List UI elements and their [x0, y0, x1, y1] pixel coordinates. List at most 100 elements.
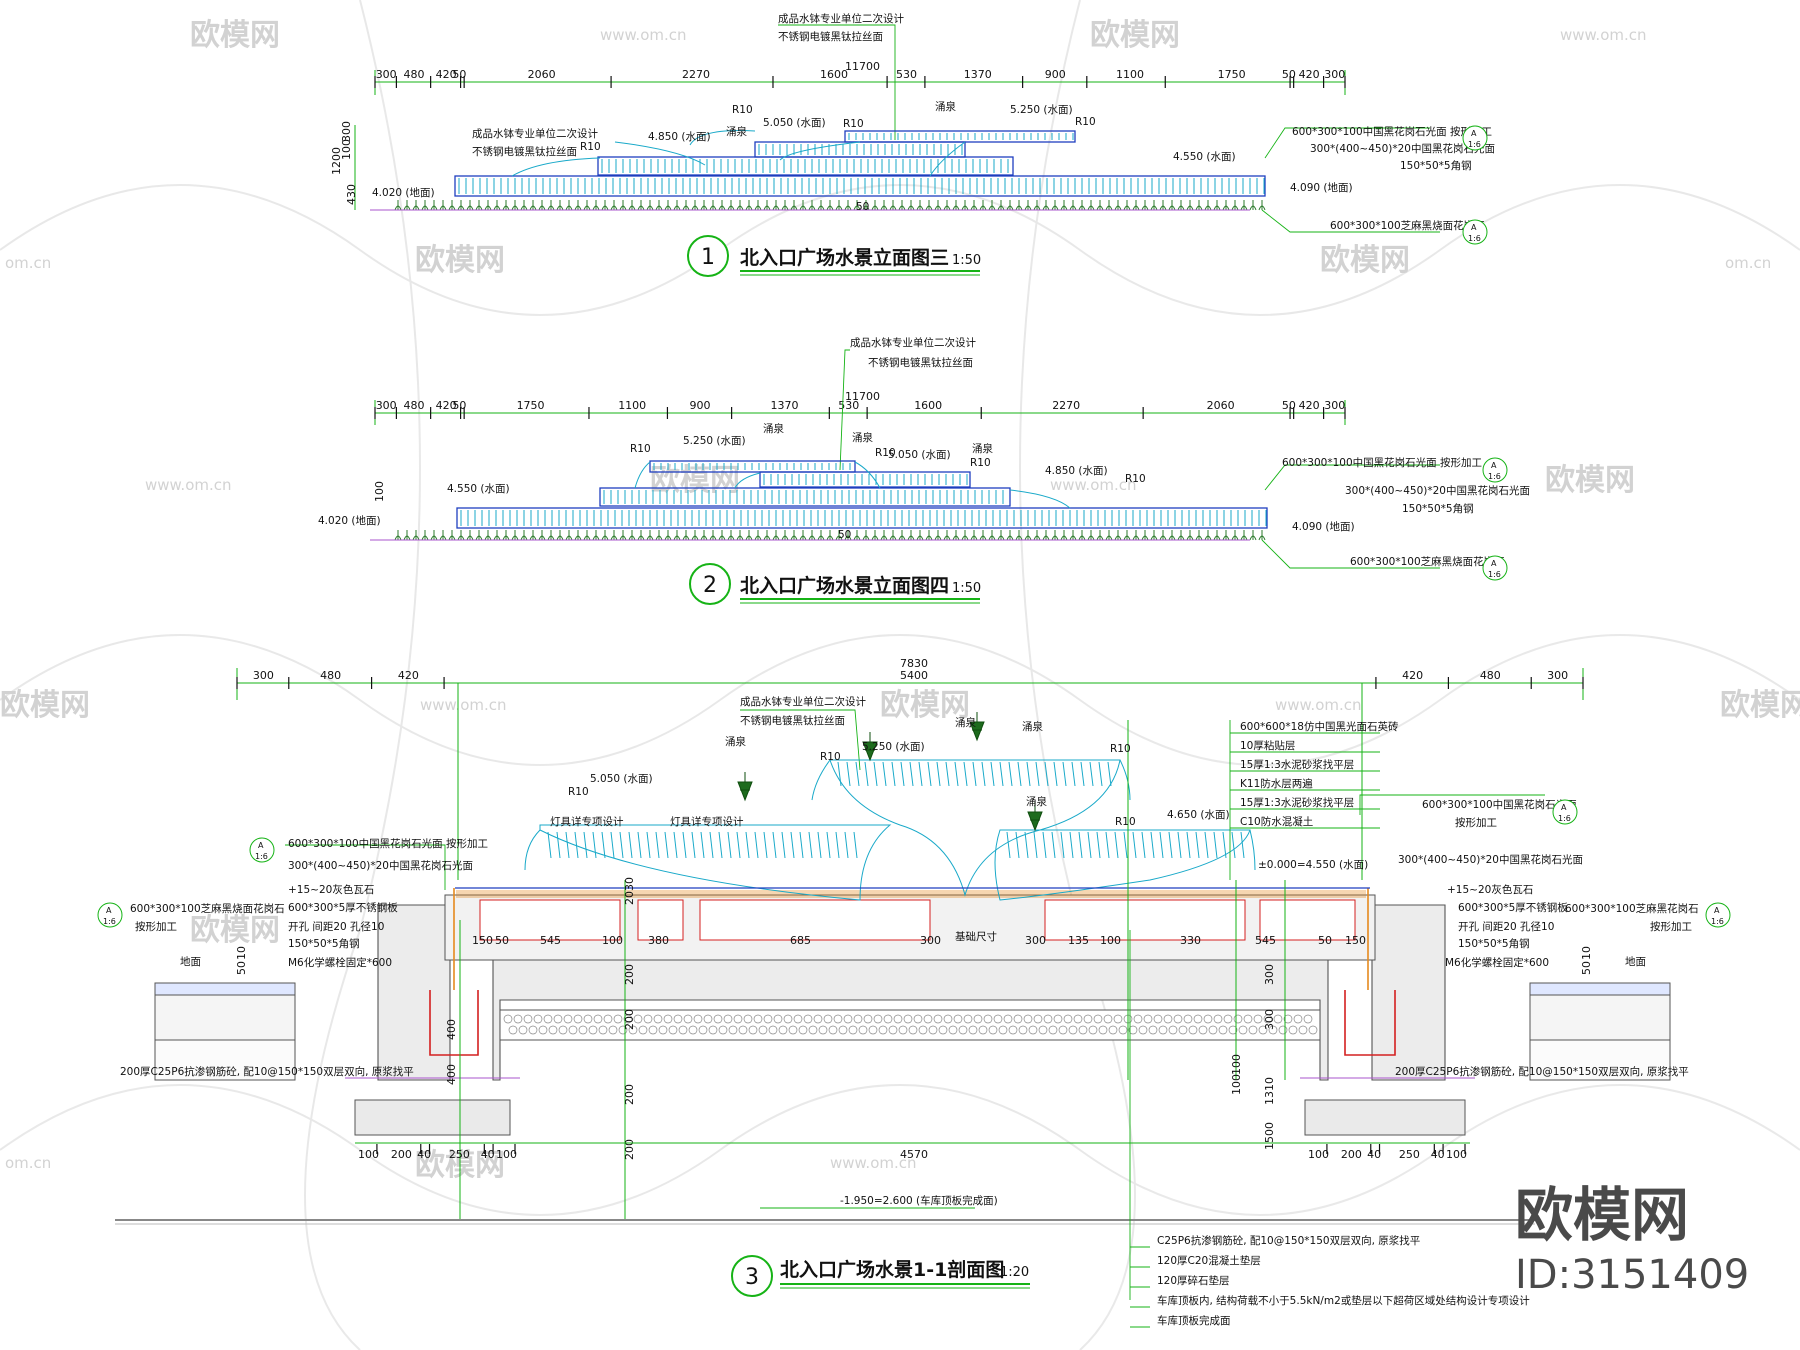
hatch-line — [673, 831, 678, 859]
gravel-mark — [1273, 1014, 1283, 1024]
plant-mark — [736, 530, 744, 541]
watermark-brand: 欧模网 — [0, 688, 90, 723]
dim-left: 430 — [345, 184, 358, 205]
jet-icon — [969, 712, 985, 742]
gravel-mark — [758, 1025, 768, 1035]
plant-mark — [1240, 530, 1248, 541]
gravel-mark — [518, 1025, 528, 1035]
gravel-mark — [698, 1025, 708, 1035]
callout-letter: A — [1561, 803, 1567, 812]
plant-mark — [1123, 200, 1131, 211]
hatch-line — [1044, 761, 1049, 787]
section-dim-value: 100 — [1230, 1054, 1243, 1075]
dim-value: 1370 — [964, 68, 992, 81]
plant-mark — [871, 530, 879, 541]
planter-boxes — [479, 899, 1356, 941]
gravel-pattern — [503, 1014, 1318, 1035]
dim-value: 100 — [1446, 1148, 1467, 1161]
gravel-mark — [543, 1014, 553, 1024]
gravel-mark — [878, 1025, 888, 1035]
plant-mark — [1195, 200, 1203, 211]
hatch-line — [1231, 831, 1236, 859]
hatch-line — [799, 831, 804, 859]
hatch-line — [709, 831, 714, 859]
material-note: 600*300*5厚不锈钢板 — [1458, 901, 1568, 914]
plant-mark — [673, 530, 681, 541]
hatch-line — [1042, 831, 1047, 859]
gravel-mark — [1153, 1014, 1163, 1024]
gravel-mark — [613, 1014, 623, 1024]
gravel-mark — [873, 1014, 883, 1024]
watermark-brand: 欧模网 — [415, 243, 505, 278]
dim-value: 300 — [1324, 68, 1345, 81]
plant-mark — [1222, 530, 1230, 541]
plant-mark — [709, 530, 717, 541]
hatch-line — [1017, 761, 1022, 787]
gravel-mark — [1293, 1014, 1303, 1024]
annotation: 50 — [856, 201, 869, 213]
gravel-mark — [1158, 1025, 1168, 1035]
level-label: 5.050 (水面) — [888, 449, 951, 461]
dim-left: 1200 — [330, 147, 343, 175]
hatch-line — [918, 761, 923, 787]
hatch-line — [963, 761, 968, 787]
section-dim-value: 685 — [790, 934, 811, 947]
section-dim-value: 10 — [235, 946, 248, 960]
hatch-line — [1213, 831, 1218, 859]
annotation: R10 — [1110, 743, 1131, 755]
material-note: 200厚C25P6抗渗钢筋砼, 配10@150*150双层双向, 原浆找平 — [1395, 1065, 1689, 1078]
gravel-mark — [1223, 1014, 1233, 1024]
annotation: R10 — [1125, 473, 1146, 485]
plant-mark — [457, 200, 465, 211]
hatch-line — [547, 831, 552, 859]
gravel-mark — [558, 1025, 568, 1035]
level-label: 4.020 (地面) — [372, 186, 435, 199]
gravel-mark — [993, 1014, 1003, 1024]
dim-value: 300 — [376, 399, 397, 412]
jet-icon — [737, 772, 753, 802]
gravel-mark — [808, 1025, 818, 1035]
plant-mark — [1051, 200, 1059, 211]
dim-value: 250 — [449, 1148, 470, 1161]
hatch-line — [790, 831, 795, 859]
plant-mark — [727, 200, 735, 211]
gravel-mark — [1193, 1014, 1203, 1024]
drawing-title: 北入口广场水景1-1剖面图 — [780, 1258, 1004, 1281]
hatch-line — [837, 761, 842, 787]
gravel-mark — [563, 1014, 573, 1024]
gravel-mark — [888, 1025, 898, 1035]
dim-value: 40 — [1431, 1148, 1445, 1161]
material-note: +15~20灰色瓦石 — [1447, 883, 1533, 896]
dim-value: 50 — [452, 68, 466, 81]
section-dim-value: 100 — [602, 934, 623, 947]
plant-mark — [907, 200, 915, 211]
plant-mark — [1033, 200, 1041, 211]
gravel-mark — [1258, 1025, 1268, 1035]
plant-mark — [394, 530, 402, 541]
gravel-mark — [848, 1025, 858, 1035]
dim-value: 50 — [1282, 68, 1296, 81]
dim-value: 2060 — [528, 68, 556, 81]
drawing-number-bubble — [689, 563, 731, 605]
dim-value: 300 — [1547, 669, 1568, 682]
plant-mark — [1177, 530, 1185, 541]
section-dim-value: 150 — [1345, 934, 1366, 947]
planter-box — [1044, 899, 1246, 941]
brand-block: 欧模网 ID:3151409 — [1515, 1181, 1749, 1298]
gravel-mark — [753, 1014, 763, 1024]
gravel-mark — [573, 1014, 583, 1024]
gravel-mark — [1068, 1025, 1078, 1035]
dim-value: 900 — [690, 399, 711, 412]
plant-mark — [898, 530, 906, 541]
watermark-brand: 欧模网 — [1090, 18, 1180, 53]
hatch-line — [1026, 761, 1031, 787]
hatch-line — [999, 761, 1004, 787]
plant-mark — [430, 200, 438, 211]
planter-box — [699, 899, 931, 941]
hatch-line — [1024, 831, 1029, 859]
plant-mark — [790, 530, 798, 541]
callout-ref: 1:6 — [1711, 917, 1724, 926]
gravel-mark — [513, 1014, 523, 1024]
detail-callout — [1482, 555, 1508, 581]
